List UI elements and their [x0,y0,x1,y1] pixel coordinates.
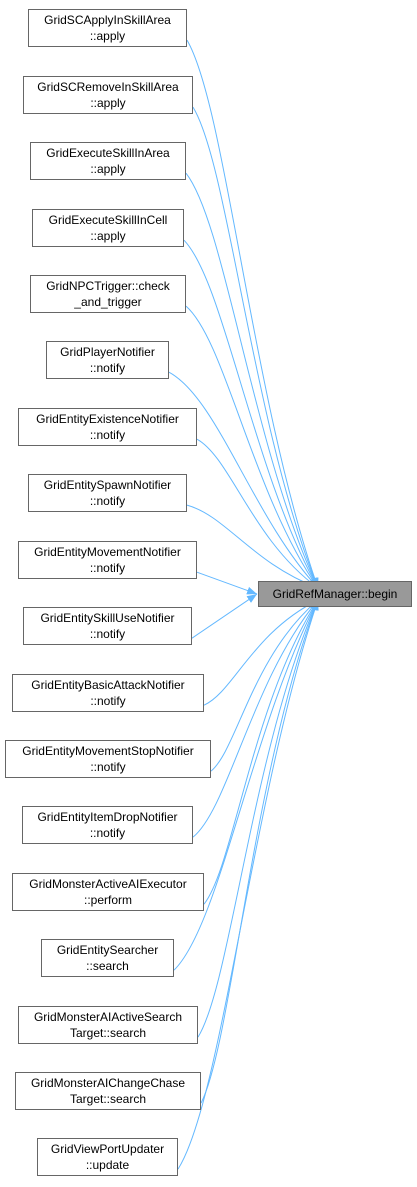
caller-node-label-line: GridExecuteSkillInCell [48,213,168,227]
target-node-label-line: GridRefManager::begin [272,587,398,601]
call-edge [191,593,258,639]
caller-node[interactable]: GridExecuteSkillInArea::apply [30,142,186,180]
call-edge [168,371,319,589]
caller-node-label-line: GridEntityMovementNotifier [34,545,181,559]
caller-node-label-line: _and_trigger [74,295,142,309]
caller-node-label-line: ::notify [89,627,126,641]
caller-node-label-line: ::apply [90,229,126,243]
caller-node[interactable]: GridEntitySkillUseNotifier::notify [23,607,192,645]
call-edge [210,599,319,772]
caller-node[interactable]: GridSCApplyInSkillArea::apply [28,9,187,47]
caller-node-label-line: ::notify [89,361,126,375]
caller-node-label-line: GridSCRemoveInSkillArea [37,80,179,94]
call-edge [196,571,258,595]
caller-node-label-line: GridSCApplyInSkillArea [44,13,171,27]
caller-node-label-line: ::notify [89,494,126,508]
caller-node[interactable]: GridEntityItemDropNotifier::notify [22,806,193,844]
caller-node[interactable]: GridEntityBasicAttackNotifier::notify [12,674,204,712]
caller-node-label-line: GridEntityItemDropNotifier [37,810,178,824]
call-edge [196,438,319,589]
caller-node[interactable]: GridEntityMovementStopNotifier::notify [5,740,211,778]
caller-node[interactable]: GridEntitySpawnNotifier::notify [28,474,187,512]
caller-node-label-line: ::search [86,959,129,973]
call-edge [203,599,319,905]
caller-node-label-line: ::notify [89,428,126,442]
caller-node[interactable]: GridPlayerNotifier::notify [46,341,169,379]
caller-node-label-line: ::apply [90,162,126,176]
caller-node-label-line: ::notify [90,760,126,774]
caller-node[interactable]: GridSCRemoveInSkillArea::apply [23,76,193,114]
call-edge [185,305,319,589]
caller-node[interactable]: GridEntityMovementNotifier::notify [18,541,197,579]
caller-node-label-line: GridPlayerNotifier [60,345,155,359]
caller-node-label-line: GridEntityMovementStopNotifier [22,744,194,758]
caller-node[interactable]: GridNPCTrigger::check_and_trigger [30,275,186,313]
call-edge [173,599,319,971]
call-edge [186,39,319,589]
call-edge [183,239,319,589]
caller-node-label-line: GridEntitySkillUseNotifier [40,611,175,625]
caller-node-label-line: GridMonsterAIActiveSearch [33,1010,183,1024]
caller-node-label-line: ::apply [90,96,126,110]
caller-node[interactable]: GridEntityExistenceNotifier::notify [18,408,197,446]
caller-node[interactable]: GridEntitySearcher::search [41,939,174,977]
call-edge [186,504,319,589]
call-edge [197,599,319,1038]
caller-node-label-line: GridEntitySpawnNotifier [43,478,172,492]
caller-node-label-line: GridMonsterAIChangeChase [30,1076,186,1090]
caller-node-label-line: Target::search [69,1092,147,1106]
caller-node-label-line: GridEntityExistenceNotifier [36,412,179,426]
caller-node-label-line: GridExecuteSkillInArea [46,146,170,160]
caller-node-label-line: GridEntityBasicAttackNotifier [31,678,185,692]
caller-node-label-line: ::update [85,1158,130,1172]
caller-node-label-line: GridEntitySearcher [56,943,159,957]
caller-node[interactable]: GridViewPortUpdater::update [37,1138,178,1176]
call-edge [177,599,319,1170]
caller-node-label-line: GridMonsterActiveAIExecutor [29,877,187,891]
caller-node[interactable]: GridMonsterActiveAIExecutor::perform [12,873,204,911]
caller-node[interactable]: GridExecuteSkillInCell::apply [32,209,184,247]
call-edge [192,106,319,589]
caller-node-label-line: GridNPCTrigger::check [46,279,170,293]
caller-node-label-line: ::notify [89,826,126,840]
caller-node-label-line: ::notify [89,561,126,575]
target-node[interactable]: GridRefManager::begin [258,581,412,607]
call-edge [192,599,319,838]
call-edge [185,172,319,589]
caller-node-label-line: ::apply [89,29,126,43]
call-edge [200,599,319,1104]
caller-node-label-line: GridViewPortUpdater [50,1142,165,1156]
caller-node-label-line: ::perform [83,893,132,907]
caller-node-label-line: ::notify [90,694,126,708]
call-edge [203,599,319,706]
caller-node-label-line: Target::search [69,1026,147,1040]
